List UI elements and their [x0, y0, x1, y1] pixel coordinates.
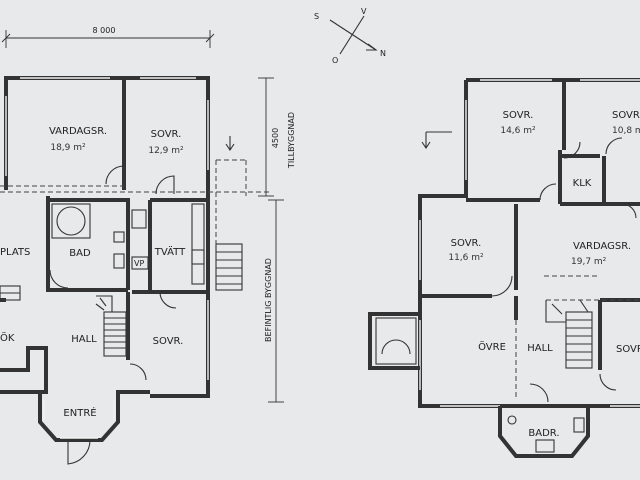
compass-o: O	[332, 56, 338, 65]
upper-sovrum-3-label: SOVR.	[451, 238, 482, 249]
upper-sovrum-2-label: SOVR	[612, 110, 640, 121]
vp-label: VP	[134, 259, 144, 268]
room-hall-label: HALL	[71, 334, 97, 345]
room-sovrum-label: SOVR.	[153, 336, 184, 347]
upper-floor-plan: SOVR. 14,6 m² SOVR 10,8 m KLK SOVR. 11,6…	[368, 78, 640, 458]
room-vardagsrum-label: VARDAGSR.	[49, 126, 107, 137]
room-bad-label: BAD	[69, 248, 91, 259]
height-dimension: 4500 TILLBYGGNAD BEFINTLIG BYGGNAD	[258, 77, 296, 403]
upper-badrum-label: BADR.	[528, 428, 559, 439]
room-tvatt-label: TVÄTT	[154, 245, 186, 258]
width-dimension: 8 000	[1, 26, 215, 48]
upper-vardagsrum-label: VARDAGSR.	[573, 241, 631, 252]
room-plats-label: PLATS	[0, 247, 30, 258]
upper-vardagsrum-area: 19,7 m²	[571, 257, 607, 267]
upper-sovrum-1-label: SOVR.	[503, 110, 534, 121]
compass-v: V	[361, 7, 367, 16]
ground-floor-plan: VP	[0, 76, 270, 465]
befintlig-byggnad-label: BEFINTLIG BYGGNAD	[264, 258, 273, 342]
room-sovrum-top-label: SOVR.	[151, 129, 182, 140]
width-dimension-label: 8 000	[93, 26, 116, 35]
upper-hall-label: HALL	[527, 343, 553, 354]
room-vardagsrum-area: 18,9 m²	[50, 143, 86, 153]
room-kok-label: ÖK	[0, 331, 15, 344]
tillbyggnad-label: TILLBYGGNAD	[287, 112, 296, 169]
upper-ovre-label: ÖVRE	[478, 340, 506, 353]
upper-sovrum-3-area: 11,6 m²	[448, 253, 484, 263]
upper-sovrum-2-area: 10,8 m	[612, 126, 640, 136]
compass-n: N	[380, 49, 386, 58]
compass-s: S	[314, 12, 319, 21]
upper-sovrum-1-area: 14,6 m²	[500, 126, 536, 136]
room-entre-label: ENTRÉ	[63, 406, 96, 419]
compass-rose-icon: S V O N	[314, 7, 386, 65]
upper-stair-treads	[545, 299, 592, 361]
stair-treads	[95, 295, 126, 349]
upper-sovrum-4-label: SOVR	[616, 344, 640, 355]
upper-klk-label: KLK	[573, 178, 592, 189]
height-dimension-label: 4500	[271, 128, 280, 148]
room-sovrum-top-area: 12,9 m²	[148, 146, 184, 156]
